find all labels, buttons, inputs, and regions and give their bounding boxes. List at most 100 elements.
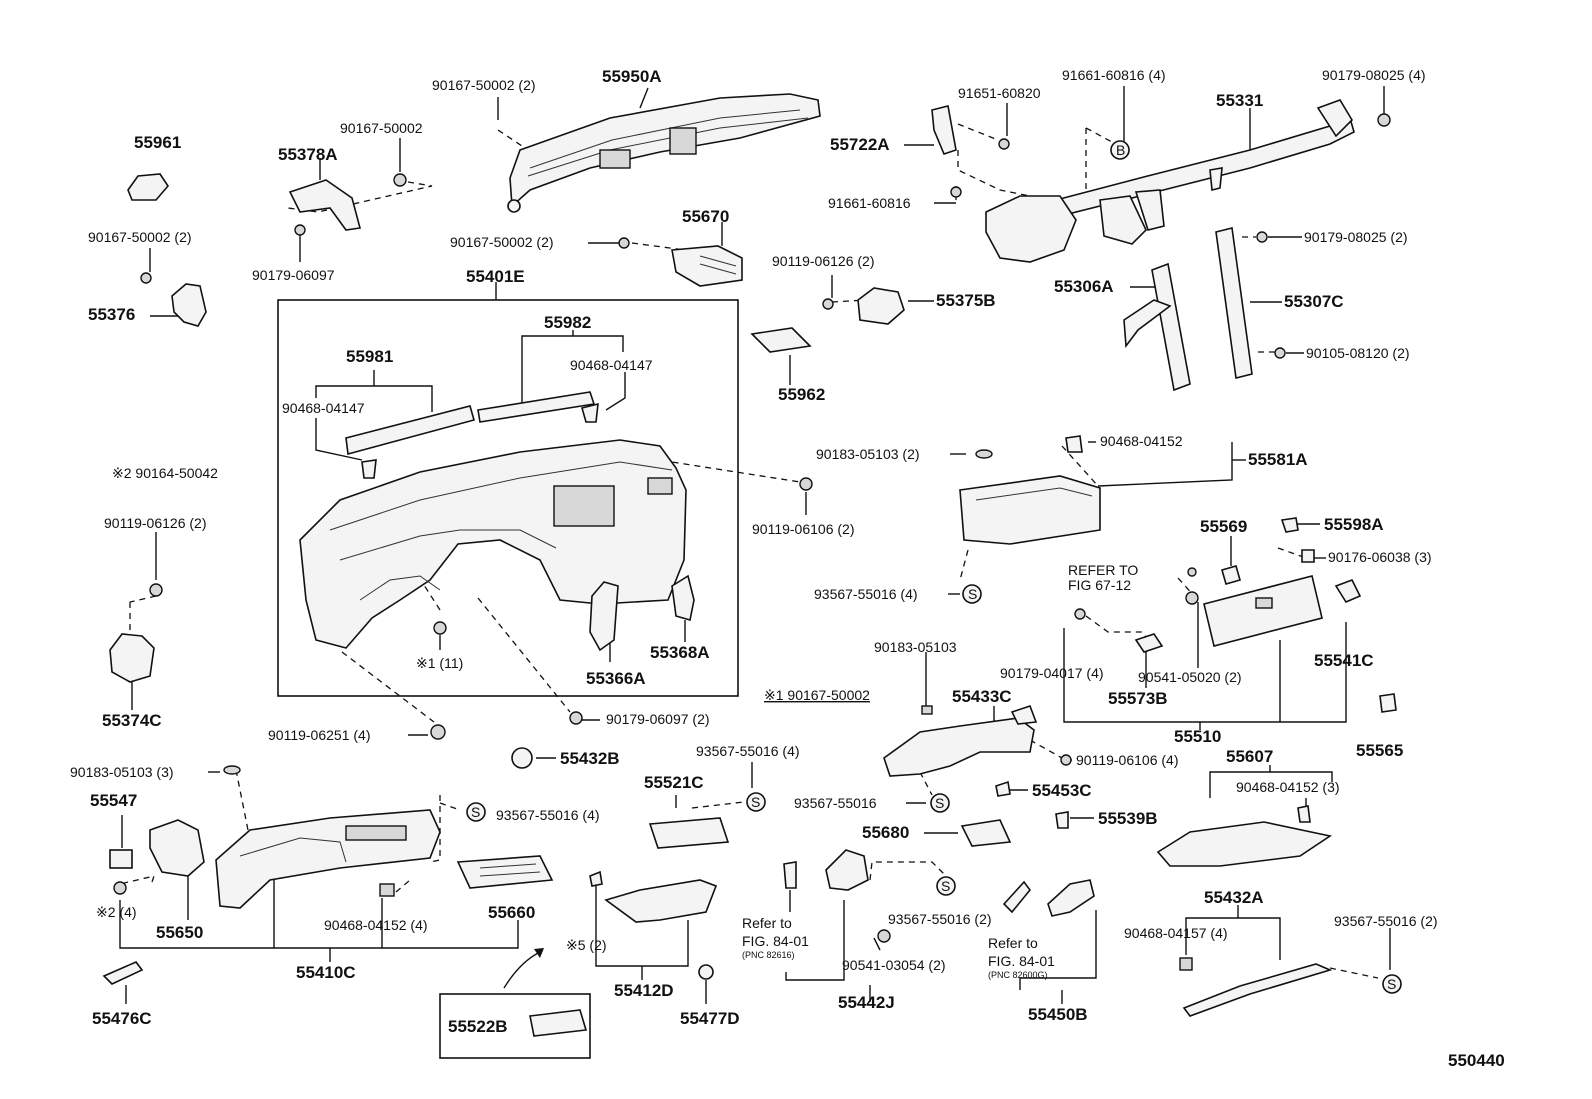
label-90176-06038-3: 90176-06038 (3) bbox=[1328, 549, 1432, 565]
brace-55306A bbox=[1151, 262, 1191, 392]
label-refer-to-b: Refer to bbox=[988, 935, 1038, 951]
label-55660: 55660 bbox=[488, 903, 535, 922]
label-90119-06106-2: 90119-06106 (2) bbox=[752, 521, 854, 537]
bracket-55374C bbox=[109, 633, 155, 683]
part-55547 bbox=[109, 849, 133, 869]
part-labels: 55950A 90167-50002 (2) 90167-50002 55961… bbox=[70, 67, 1505, 1070]
label-55476C: 55476C bbox=[92, 1009, 152, 1028]
diagram-id: 550440 bbox=[1448, 1051, 1505, 1070]
bracket-55722A bbox=[931, 105, 957, 155]
label-90119-06126-2-left: 90119-06126 (2) bbox=[104, 515, 206, 531]
label-55722A: 55722A bbox=[830, 135, 890, 154]
label-90468-04152-4: 90468-04152 (4) bbox=[324, 917, 428, 933]
label-pnc-82600G: (PNC 82600G) bbox=[988, 970, 1048, 980]
part-55376 bbox=[171, 283, 207, 327]
label-55521C: 55521C bbox=[644, 773, 704, 792]
group-box-55401E bbox=[277, 299, 739, 697]
bracket-55442J bbox=[825, 849, 869, 891]
label-90468-04152: 90468-04152 bbox=[1100, 433, 1183, 449]
label-refer-to: REFER TO bbox=[1068, 562, 1138, 578]
strip-55981 bbox=[345, 405, 475, 456]
label-90167-50002-2-left: 90167-50002 (2) bbox=[88, 229, 192, 245]
label-55982: 55982 bbox=[544, 313, 591, 332]
label-90468-04152-3: 90468-04152 (3) bbox=[1236, 779, 1340, 795]
label-55432A: 55432A bbox=[1204, 888, 1264, 907]
label-fig-84-01-b: FIG. 84-01 bbox=[988, 953, 1055, 969]
s-marker: S bbox=[1387, 976, 1396, 992]
label-55477D: 55477D bbox=[680, 1009, 740, 1028]
vent-55660 bbox=[456, 855, 554, 889]
label-93567-55016-2-r: 93567-55016 (2) bbox=[1334, 913, 1438, 929]
label-55573B: 55573B bbox=[1108, 689, 1168, 708]
label-note1-90167-50002: ※1 90167-50002 bbox=[764, 687, 870, 703]
cover-55432A bbox=[1182, 963, 1333, 1017]
label-93567-55016-4-l: 93567-55016 (4) bbox=[496, 807, 600, 823]
label-fig-67-12: FIG 67-12 bbox=[1068, 577, 1131, 593]
label-90167-50002-top: 90167-50002 bbox=[340, 120, 423, 136]
label-55510: 55510 bbox=[1174, 727, 1221, 746]
label-90541-05020-2: 90541-05020 (2) bbox=[1138, 669, 1242, 685]
label-55450B: 55450B bbox=[1028, 1005, 1088, 1024]
s-marker: S bbox=[968, 586, 977, 602]
part-55961 bbox=[127, 173, 170, 201]
label-90468-04157-4: 90468-04157 (4) bbox=[1124, 925, 1228, 941]
label-90468-04147-l: 90468-04147 bbox=[282, 400, 365, 416]
s-marker: S bbox=[941, 878, 950, 894]
label-93567-55016-low: 93567-55016 bbox=[794, 795, 877, 811]
label-55670: 55670 bbox=[682, 207, 729, 226]
b-marker: B bbox=[1116, 142, 1125, 158]
label-90119-06126-2-mid: 90119-06126 (2) bbox=[772, 253, 874, 269]
brace-55307C bbox=[1215, 227, 1253, 379]
label-93567-55016-4-mid: 93567-55016 (4) bbox=[814, 586, 918, 602]
label-90119-06251-4: 90119-06251 (4) bbox=[268, 727, 370, 743]
label-fig-84-01-a: FIG. 84-01 bbox=[742, 933, 809, 949]
label-55331: 55331 bbox=[1216, 91, 1263, 110]
part-55680 bbox=[960, 819, 1012, 847]
label-90179-08025-2: 90179-08025 (2) bbox=[1304, 229, 1408, 245]
label-90179-06097-2: 90179-06097 (2) bbox=[606, 711, 710, 727]
label-55569: 55569 bbox=[1200, 517, 1247, 536]
label-55950A: 55950A bbox=[602, 67, 662, 86]
label-55981: 55981 bbox=[346, 347, 393, 366]
label-55432B: 55432B bbox=[560, 749, 620, 768]
label-55650: 55650 bbox=[156, 923, 203, 942]
strip-55982 bbox=[477, 391, 596, 423]
label-90105-08120-2: 90105-08120 (2) bbox=[1306, 345, 1410, 361]
panel-55412D bbox=[604, 879, 718, 923]
bracket-55375B bbox=[857, 287, 905, 325]
s-marker: S bbox=[751, 794, 760, 810]
panel-55450B bbox=[1047, 879, 1095, 917]
label-55962: 55962 bbox=[778, 385, 825, 404]
label-55598A: 55598A bbox=[1324, 515, 1384, 534]
label-55680: 55680 bbox=[862, 823, 909, 842]
cluster-bezel-55410C bbox=[215, 809, 441, 909]
leader-lines bbox=[119, 86, 1391, 1059]
label-91661-60816-4: 91661-60816 (4) bbox=[1062, 67, 1166, 83]
label-55539B: 55539B bbox=[1098, 809, 1158, 828]
label-55307C: 55307C bbox=[1284, 292, 1344, 311]
part-shapes bbox=[102, 93, 1402, 1037]
label-90179-06097: 90179-06097 bbox=[252, 267, 335, 283]
box-55581A bbox=[959, 475, 1101, 545]
label-91661-60816: 91661-60816 bbox=[828, 195, 911, 211]
part-55477D bbox=[698, 964, 714, 980]
label-90183-05103: 90183-05103 bbox=[874, 639, 957, 655]
label-90167-50002-2-mid: 90167-50002 (2) bbox=[450, 234, 554, 250]
label-55401E: 55401E bbox=[466, 267, 525, 286]
label-55412D: 55412D bbox=[614, 981, 674, 1000]
part-55522B bbox=[529, 1009, 588, 1037]
part-55565 bbox=[1379, 693, 1397, 713]
label-55374C: 55374C bbox=[102, 711, 162, 730]
label-90541-03054-2: 90541-03054 (2) bbox=[842, 957, 946, 973]
label-55522B: 55522B bbox=[448, 1017, 508, 1036]
label-93567-55016-2-c: 93567-55016 (2) bbox=[888, 911, 992, 927]
label-91651-60820: 91651-60820 bbox=[958, 85, 1041, 101]
label-55541C: 55541C bbox=[1314, 651, 1374, 670]
s-marker: S bbox=[471, 804, 480, 820]
label-90468-04147-r: 90468-04147 bbox=[570, 357, 653, 373]
label-90183-05103-3: 90183-05103 (3) bbox=[70, 764, 174, 780]
label-55375B: 55375B bbox=[936, 291, 996, 310]
upper-panel-55950A bbox=[509, 93, 821, 208]
part-55476C bbox=[102, 961, 144, 985]
